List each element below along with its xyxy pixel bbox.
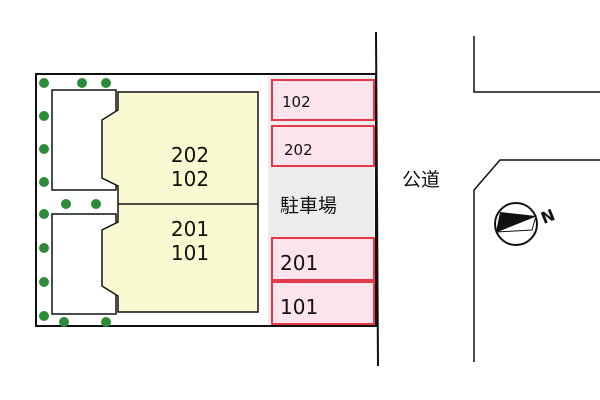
tree: [39, 277, 49, 287]
trees: [39, 78, 111, 327]
parking-space-3: 201: [271, 237, 375, 281]
tree: [101, 78, 111, 88]
parking-space-2-label: 202: [284, 141, 313, 159]
opposite-block-lower: [473, 159, 600, 362]
opposite-block-upper: [473, 36, 600, 93]
compass-icon: [494, 202, 538, 246]
parking-space-2: 202: [271, 125, 375, 167]
parking-space-4: 101: [271, 281, 375, 325]
building: [101, 91, 259, 313]
tree: [39, 311, 49, 321]
parking-space-4-label: 101: [280, 295, 318, 319]
parking-space-1-label: 102: [282, 93, 311, 111]
tree: [39, 209, 49, 219]
unit-upper-bottom-label: 102: [171, 167, 209, 191]
tree: [77, 78, 87, 88]
road-edge: [375, 31, 379, 367]
tree: [39, 78, 49, 88]
tree: [101, 317, 111, 327]
parking-space-1: 102: [271, 79, 375, 121]
tree: [59, 317, 69, 327]
road-label: 公道: [402, 169, 440, 191]
tree: [39, 111, 49, 121]
tree: [39, 243, 49, 253]
tree: [91, 199, 101, 209]
tree: [61, 199, 71, 209]
compass-north-label: N: [538, 205, 558, 228]
unit-upper-top-label: 202: [171, 143, 209, 167]
parking-label: 駐車場: [280, 195, 337, 217]
unit-lower-top-label: 201: [171, 217, 209, 241]
parking-space-3-label: 201: [280, 251, 318, 275]
unit-lower-bottom-label: 101: [171, 241, 209, 265]
tree: [39, 144, 49, 154]
tree: [39, 177, 49, 187]
